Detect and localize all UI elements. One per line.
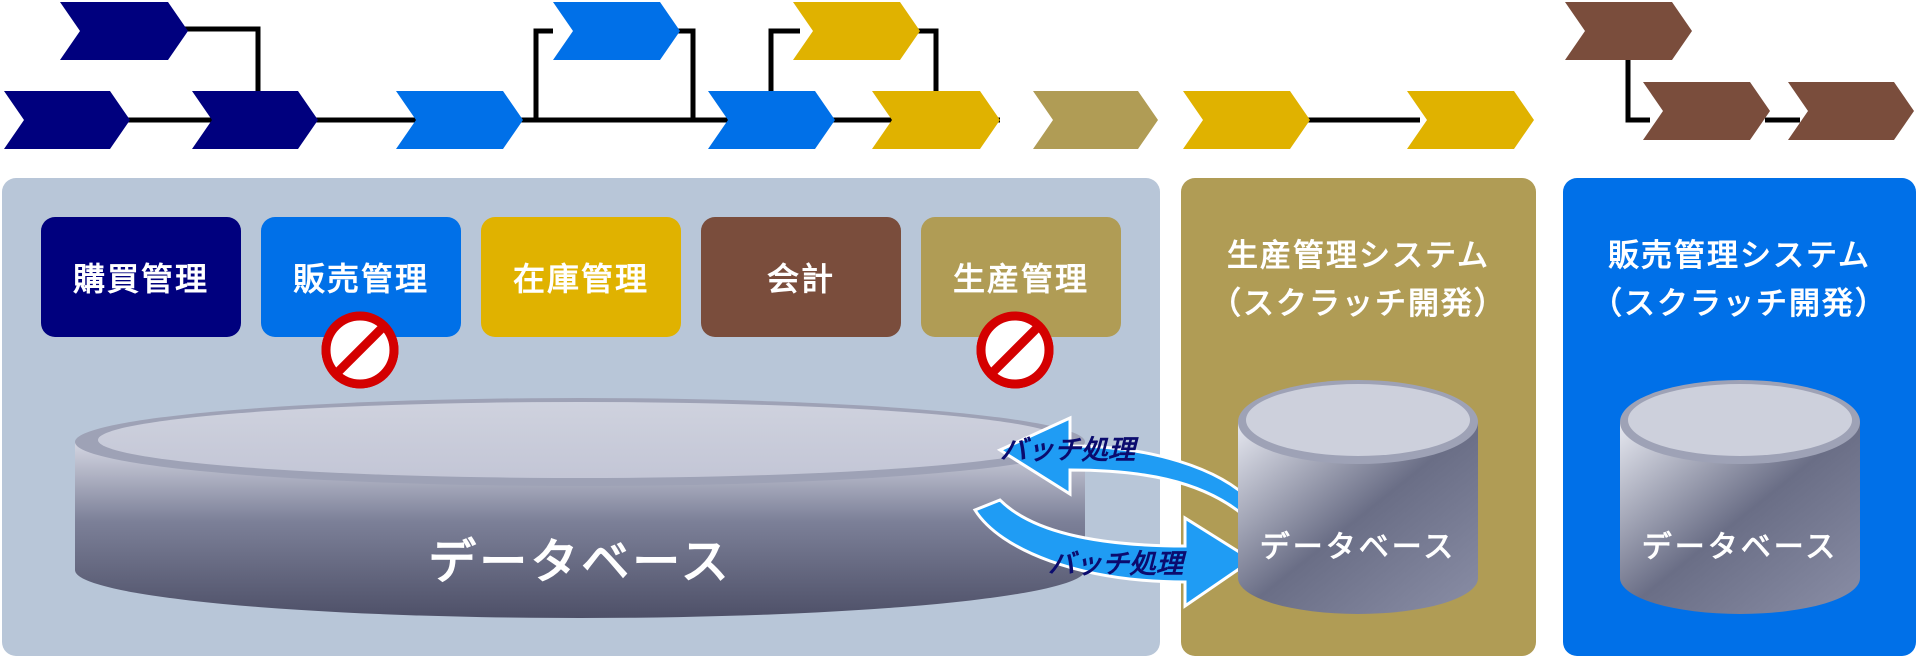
- chevron-brown-3: [1788, 82, 1914, 140]
- chevron-navy-1: [4, 91, 130, 149]
- production-database-cylinder: [1238, 380, 1478, 614]
- module-production: 生産管理: [921, 217, 1121, 337]
- production-database-label: データベース: [1259, 530, 1457, 565]
- chevron-blue-2: [553, 2, 680, 60]
- module-inventory-label: 在庫管理: [512, 260, 649, 298]
- chevron-khaki-1: [1033, 91, 1158, 149]
- batch-label-upper: バッチ処理: [1000, 435, 1135, 466]
- production-system-title: 生産管理システム （スクラッチ開発）: [1181, 232, 1536, 328]
- sales-system-title: 販売管理システム （スクラッチ開発）: [1563, 232, 1916, 328]
- chevron-blue-3: [708, 91, 835, 149]
- chevron-brown-1: [1565, 2, 1692, 60]
- chevron-gold-3: [1183, 91, 1310, 149]
- main-database-cylinder: [75, 398, 1085, 618]
- chevron-blue-1: [396, 91, 523, 149]
- chevron-navy-2: [60, 2, 188, 60]
- sales-system-title-line1: 販売管理システム: [1607, 238, 1872, 274]
- production-system-title-line2: （スクラッチ開発）: [1210, 286, 1507, 322]
- module-inventory: 在庫管理: [481, 217, 681, 337]
- module-accounting-label: 会計: [766, 260, 835, 298]
- sales-system-title-line2: （スクラッチ開発）: [1591, 286, 1888, 322]
- sales-database-cylinder: [1620, 380, 1860, 614]
- module-sales: 販売管理: [261, 217, 461, 337]
- module-sales-label: 販売管理: [292, 260, 429, 298]
- chevron-gold-4: [1407, 91, 1534, 149]
- batch-arrow-upper: [996, 415, 1255, 517]
- chevron-gold-2: [872, 91, 1000, 149]
- production-system-title-line1: 生産管理システム: [1226, 238, 1491, 274]
- module-purchasing-label: 購買管理: [72, 260, 209, 298]
- batch-label-lower: バッチ処理: [1048, 549, 1183, 580]
- chevron-navy-3: [192, 91, 318, 149]
- process-chevrons: [4, 2, 1914, 149]
- module-purchasing: 購買管理: [41, 217, 241, 337]
- chevron-gold-1: [793, 2, 920, 60]
- chevron-brown-2: [1643, 82, 1770, 140]
- sales-database-label: データベース: [1641, 530, 1839, 565]
- main-database-label: データベース: [428, 534, 732, 590]
- module-accounting: 会計: [701, 217, 901, 337]
- module-production-label: 生産管理: [952, 260, 1089, 298]
